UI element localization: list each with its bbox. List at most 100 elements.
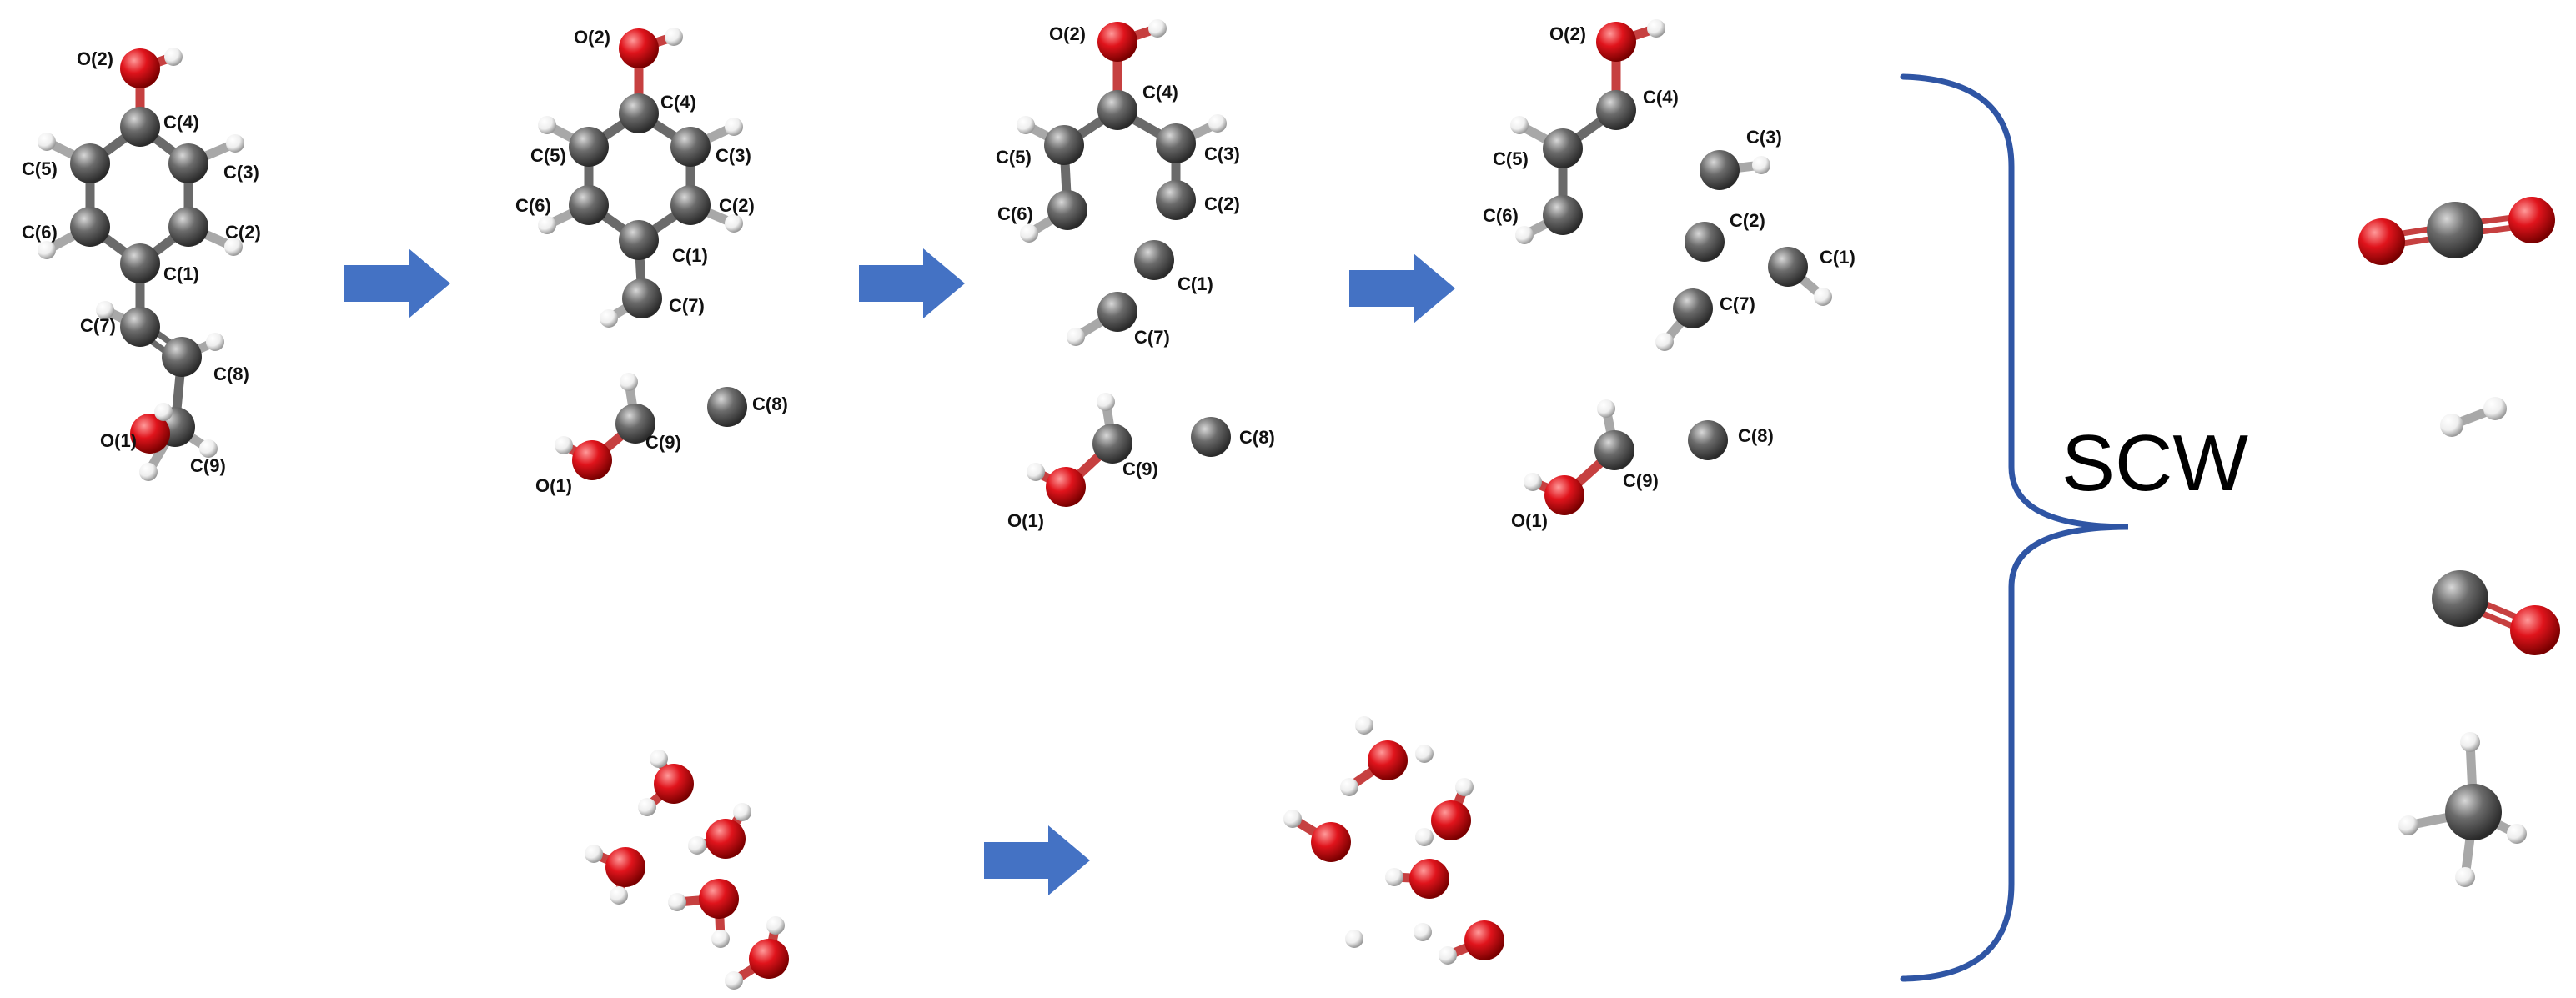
- initial-molecule-labels: O(2)C(4)C(3)C(2)C(1)C(6)C(5)C(7)C(8)O(1)…: [22, 48, 261, 476]
- oxygen-atom: [1596, 22, 1636, 62]
- hydrogen-atom: [650, 750, 668, 768]
- hydrogen-atom: [1345, 930, 1363, 948]
- hydrogen-atom: [1027, 463, 1045, 481]
- carbon-atom: [70, 143, 110, 183]
- hydrogen-atom: [1597, 399, 1615, 418]
- hydrogen-atom: [1414, 923, 1432, 941]
- grouping-brace: [1900, 73, 2129, 982]
- oxygen-atom: [2508, 197, 2555, 243]
- atom-label-c4: C(4): [1142, 82, 1178, 103]
- atom-label-c7: C(7): [80, 315, 116, 336]
- atom-label-c1: C(1): [163, 263, 199, 284]
- carbon-atom: [1543, 128, 1583, 168]
- oxygen-atom: [1311, 822, 1351, 862]
- atom-label-c9: C(9): [1623, 470, 1659, 491]
- atom-label-c8: C(8): [1239, 427, 1275, 448]
- atom-label-c6: C(6): [997, 203, 1033, 224]
- stage-2-labels: O(2)C(4)C(3)C(2)C(1)C(6)C(5)C(7)C(8)C(9)…: [515, 27, 788, 496]
- carbon-atom: [120, 107, 160, 147]
- carbon-atom: [168, 207, 208, 247]
- atom-label-c1: C(1): [672, 245, 708, 266]
- carbon-atom: [1044, 125, 1084, 165]
- hydrogen-atom: [638, 798, 656, 816]
- oxygen-atom: [1544, 475, 1584, 515]
- oxygen-atom: [605, 847, 645, 887]
- hydrogen-atom: [139, 463, 158, 481]
- oxygen-atom: [572, 440, 612, 480]
- reaction-arrow-water: [984, 825, 1090, 895]
- hydrogen-atom: [725, 971, 743, 990]
- carbon-atom: [670, 185, 711, 225]
- carbon-atom: [1156, 180, 1196, 220]
- atom-label-c5: C(5): [22, 158, 58, 179]
- hydrogen-atom: [1148, 19, 1167, 38]
- carbon-atom: [1097, 90, 1137, 130]
- hydrogen-atom: [1814, 288, 1832, 306]
- hydrogen-atom: [1515, 226, 1534, 244]
- atom-label-o2: O(2): [574, 27, 610, 48]
- oxygen-atom: [1431, 800, 1471, 840]
- oxygen-atom: [1046, 467, 1086, 507]
- stage-3-labels: O(2)C(4)C(3)C(2)C(5)C(6)C(1)C(7)C(8)C(9)…: [996, 23, 1275, 531]
- hydrogen-atom: [2483, 397, 2507, 420]
- carbon-atom: [1673, 288, 1713, 328]
- carbon-atom: [619, 93, 659, 133]
- hydrogen-atom: [555, 436, 573, 454]
- reaction-arrow-3: [1349, 253, 1455, 323]
- hydrogen-atom: [1439, 946, 1457, 965]
- carbon-atom: [622, 278, 662, 318]
- hydrogen-atom: [2440, 414, 2463, 437]
- scw-label: SCW: [2061, 419, 2248, 508]
- atom-label-c3: C(3): [716, 145, 751, 166]
- oxygen-atom: [130, 414, 170, 454]
- hydrogen-atom: [164, 48, 183, 66]
- oxygen-atom: [706, 819, 746, 859]
- carbon-atom: [2432, 570, 2488, 627]
- hydrogen-atom: [600, 309, 618, 328]
- initial-molecule: [38, 48, 244, 481]
- atom-label-c4: C(4): [163, 112, 199, 133]
- carbon-atom: [120, 243, 160, 283]
- hydrogen-atom: [1415, 745, 1434, 763]
- hydrogen-atom: [1655, 333, 1674, 351]
- atom-label-c9: C(9): [1122, 459, 1158, 479]
- atom-label-c1: C(1): [1178, 273, 1213, 294]
- hydrogen-atom: [1415, 828, 1434, 846]
- hydrogen-atom: [1752, 156, 1770, 174]
- oxygen-atom: [1464, 920, 1504, 960]
- oxygen-atom: [1409, 859, 1449, 899]
- atom-label-o2: O(2): [77, 48, 113, 69]
- atom-label-c6: C(6): [515, 195, 551, 216]
- hydrogen-atom: [1385, 868, 1403, 886]
- carbon-atom: [1594, 430, 1634, 470]
- atom-label-c8: C(8): [213, 364, 249, 384]
- carbon-atom: [2427, 202, 2483, 258]
- hydrogen-atom: [1097, 393, 1115, 411]
- hydrogen-atom: [199, 439, 218, 458]
- atom-label-c3: C(3): [1746, 127, 1782, 148]
- carbon-atom: [1191, 417, 1231, 457]
- hydrogen-atom: [226, 134, 244, 153]
- carbon-atom: [619, 220, 659, 260]
- hydrogen-atom: [610, 886, 628, 905]
- carbon-atom: [615, 404, 655, 444]
- stage-3: [1017, 19, 1231, 507]
- atom-label-c1: C(1): [1820, 247, 1855, 268]
- hydrogen-atom: [668, 893, 686, 911]
- hydrogen-atom: [38, 133, 56, 151]
- carbon-atom: [120, 307, 160, 347]
- hydrogen-atom: [766, 916, 785, 935]
- hydrogen-atom: [1017, 116, 1035, 134]
- reaction-arrow-1: [344, 248, 450, 318]
- stage-2: [538, 28, 747, 480]
- carbon-atom: [670, 127, 711, 167]
- stage-4-labels: O(2)C(4)C(5)C(6)C(3)C(2)C(1)C(7)C(8)C(9)…: [1483, 23, 1855, 531]
- hydrogen-atom: [725, 214, 743, 233]
- hydrogen-atom: [538, 216, 556, 234]
- carbon-atom: [2445, 784, 2502, 840]
- atom-label-c5: C(5): [1493, 148, 1529, 169]
- hydrogen-atom: [1020, 224, 1038, 243]
- atom-label-c5: C(5): [530, 145, 566, 166]
- hydrogen-atom: [688, 836, 706, 855]
